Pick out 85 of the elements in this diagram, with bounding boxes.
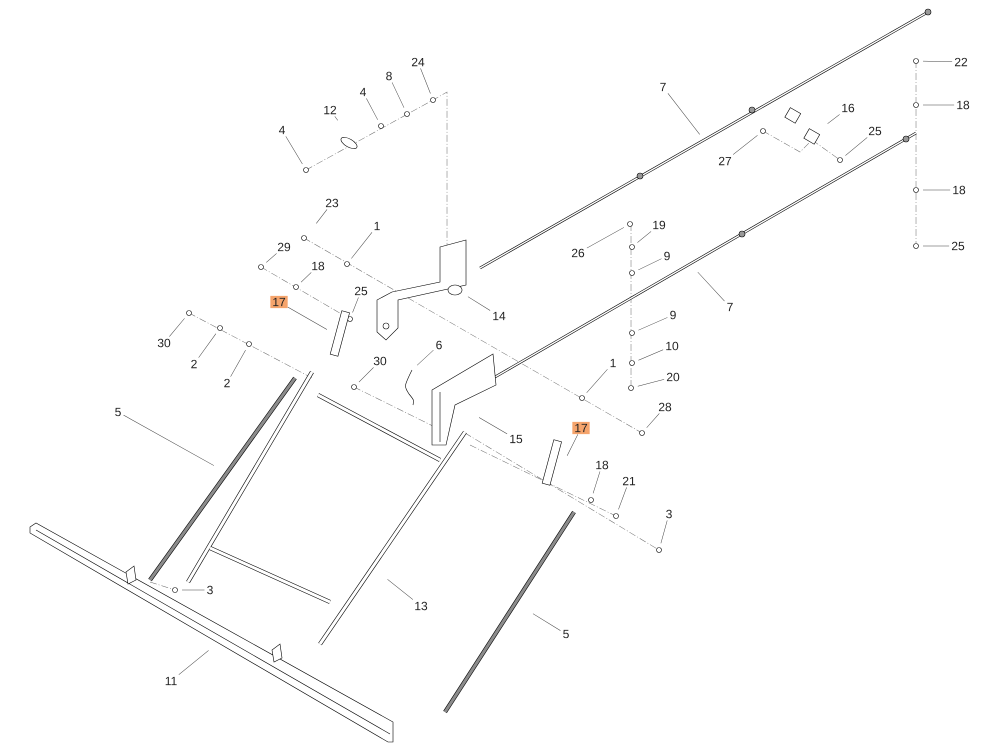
leader-line	[316, 209, 328, 224]
callout-number: 18	[596, 460, 608, 470]
leader-line	[286, 136, 303, 164]
callout-number: 18	[957, 100, 970, 110]
leader-line	[358, 367, 374, 382]
leader-line	[178, 650, 209, 675]
callout-number: 30	[374, 356, 386, 366]
leader-line	[416, 350, 434, 366]
callout-number: 23	[326, 198, 338, 208]
leader-line	[387, 579, 414, 600]
leader-line	[566, 434, 578, 456]
callout-number: 25	[354, 286, 368, 296]
leader-line	[638, 317, 668, 330]
callout-number: 16	[842, 104, 854, 112]
callout-number: 3	[666, 510, 672, 518]
leader-line	[230, 350, 246, 377]
callout-number: 9	[670, 310, 676, 320]
leader-line	[300, 272, 312, 282]
callout-number: 7	[660, 82, 666, 92]
callout-number: 8	[386, 72, 392, 80]
callout-number: 2	[224, 378, 230, 388]
callout-number: 13	[415, 602, 428, 610]
leader-line	[198, 333, 216, 358]
callout-number: 6	[436, 340, 442, 350]
callout-number: 24	[412, 58, 424, 66]
callout-number: 20	[666, 372, 680, 382]
leader-line	[352, 297, 359, 313]
leader-line	[420, 68, 431, 94]
leader-line	[646, 413, 660, 428]
leader-line	[618, 487, 627, 510]
callout-number: 1	[374, 222, 380, 230]
leader-line	[698, 272, 725, 302]
leader-line	[638, 350, 664, 361]
callout-number: 3	[207, 586, 213, 594]
callout-number: 26	[572, 248, 584, 258]
callout-number: 5	[563, 630, 569, 638]
leader-line	[845, 137, 868, 156]
leader-line	[638, 258, 662, 270]
leader-line	[288, 306, 328, 330]
leader-line	[334, 116, 338, 121]
callout-number: 22	[954, 58, 968, 66]
leader-line	[351, 232, 372, 259]
leader-line	[660, 520, 668, 544]
leader-line	[478, 417, 508, 434]
callout-number: 30	[158, 338, 170, 348]
callout-number: 18	[312, 262, 324, 270]
leader-line	[532, 613, 561, 631]
callout-number: 7	[727, 302, 733, 312]
callout-number: 25	[952, 242, 964, 250]
callout-number: 21	[622, 476, 636, 486]
callout-number: 12	[324, 106, 336, 114]
callout-number: 14	[493, 312, 506, 320]
leader-line	[732, 135, 758, 155]
callout-number: 2	[191, 360, 197, 368]
leader-line	[638, 379, 664, 386]
callout-number: 27	[718, 156, 732, 166]
callout-number: 4	[360, 88, 366, 96]
leader-line	[169, 318, 185, 337]
leader-line	[586, 369, 608, 394]
callout-number: 4	[278, 126, 285, 134]
callout-number: 9	[664, 252, 670, 260]
callout-number: 19	[653, 220, 666, 230]
leader-line	[668, 93, 700, 135]
leader-line	[827, 114, 840, 124]
highlighted-callout-number: 17	[270, 296, 288, 308]
leader-line	[586, 227, 624, 248]
callout-number: 15	[510, 434, 522, 444]
leader-line	[592, 471, 600, 494]
callout-number: 10	[666, 342, 678, 350]
leader-line	[637, 231, 652, 243]
leader-line	[366, 98, 378, 120]
leader-line	[922, 60, 952, 62]
leader-line	[392, 82, 404, 108]
callout-number: 28	[658, 402, 672, 412]
leader-line	[468, 296, 490, 311]
callout-number: 29	[278, 242, 290, 252]
callout-number: 1	[610, 358, 616, 368]
callout-number: 25	[868, 126, 882, 136]
highlighted-callout-number: 17	[572, 422, 590, 434]
callout-number: 5	[115, 408, 121, 416]
leader-line	[922, 104, 954, 106]
leader-line	[266, 253, 277, 263]
callout-number: 11	[166, 676, 177, 686]
leader-line	[123, 414, 214, 466]
callout-number: 18	[953, 186, 966, 194]
